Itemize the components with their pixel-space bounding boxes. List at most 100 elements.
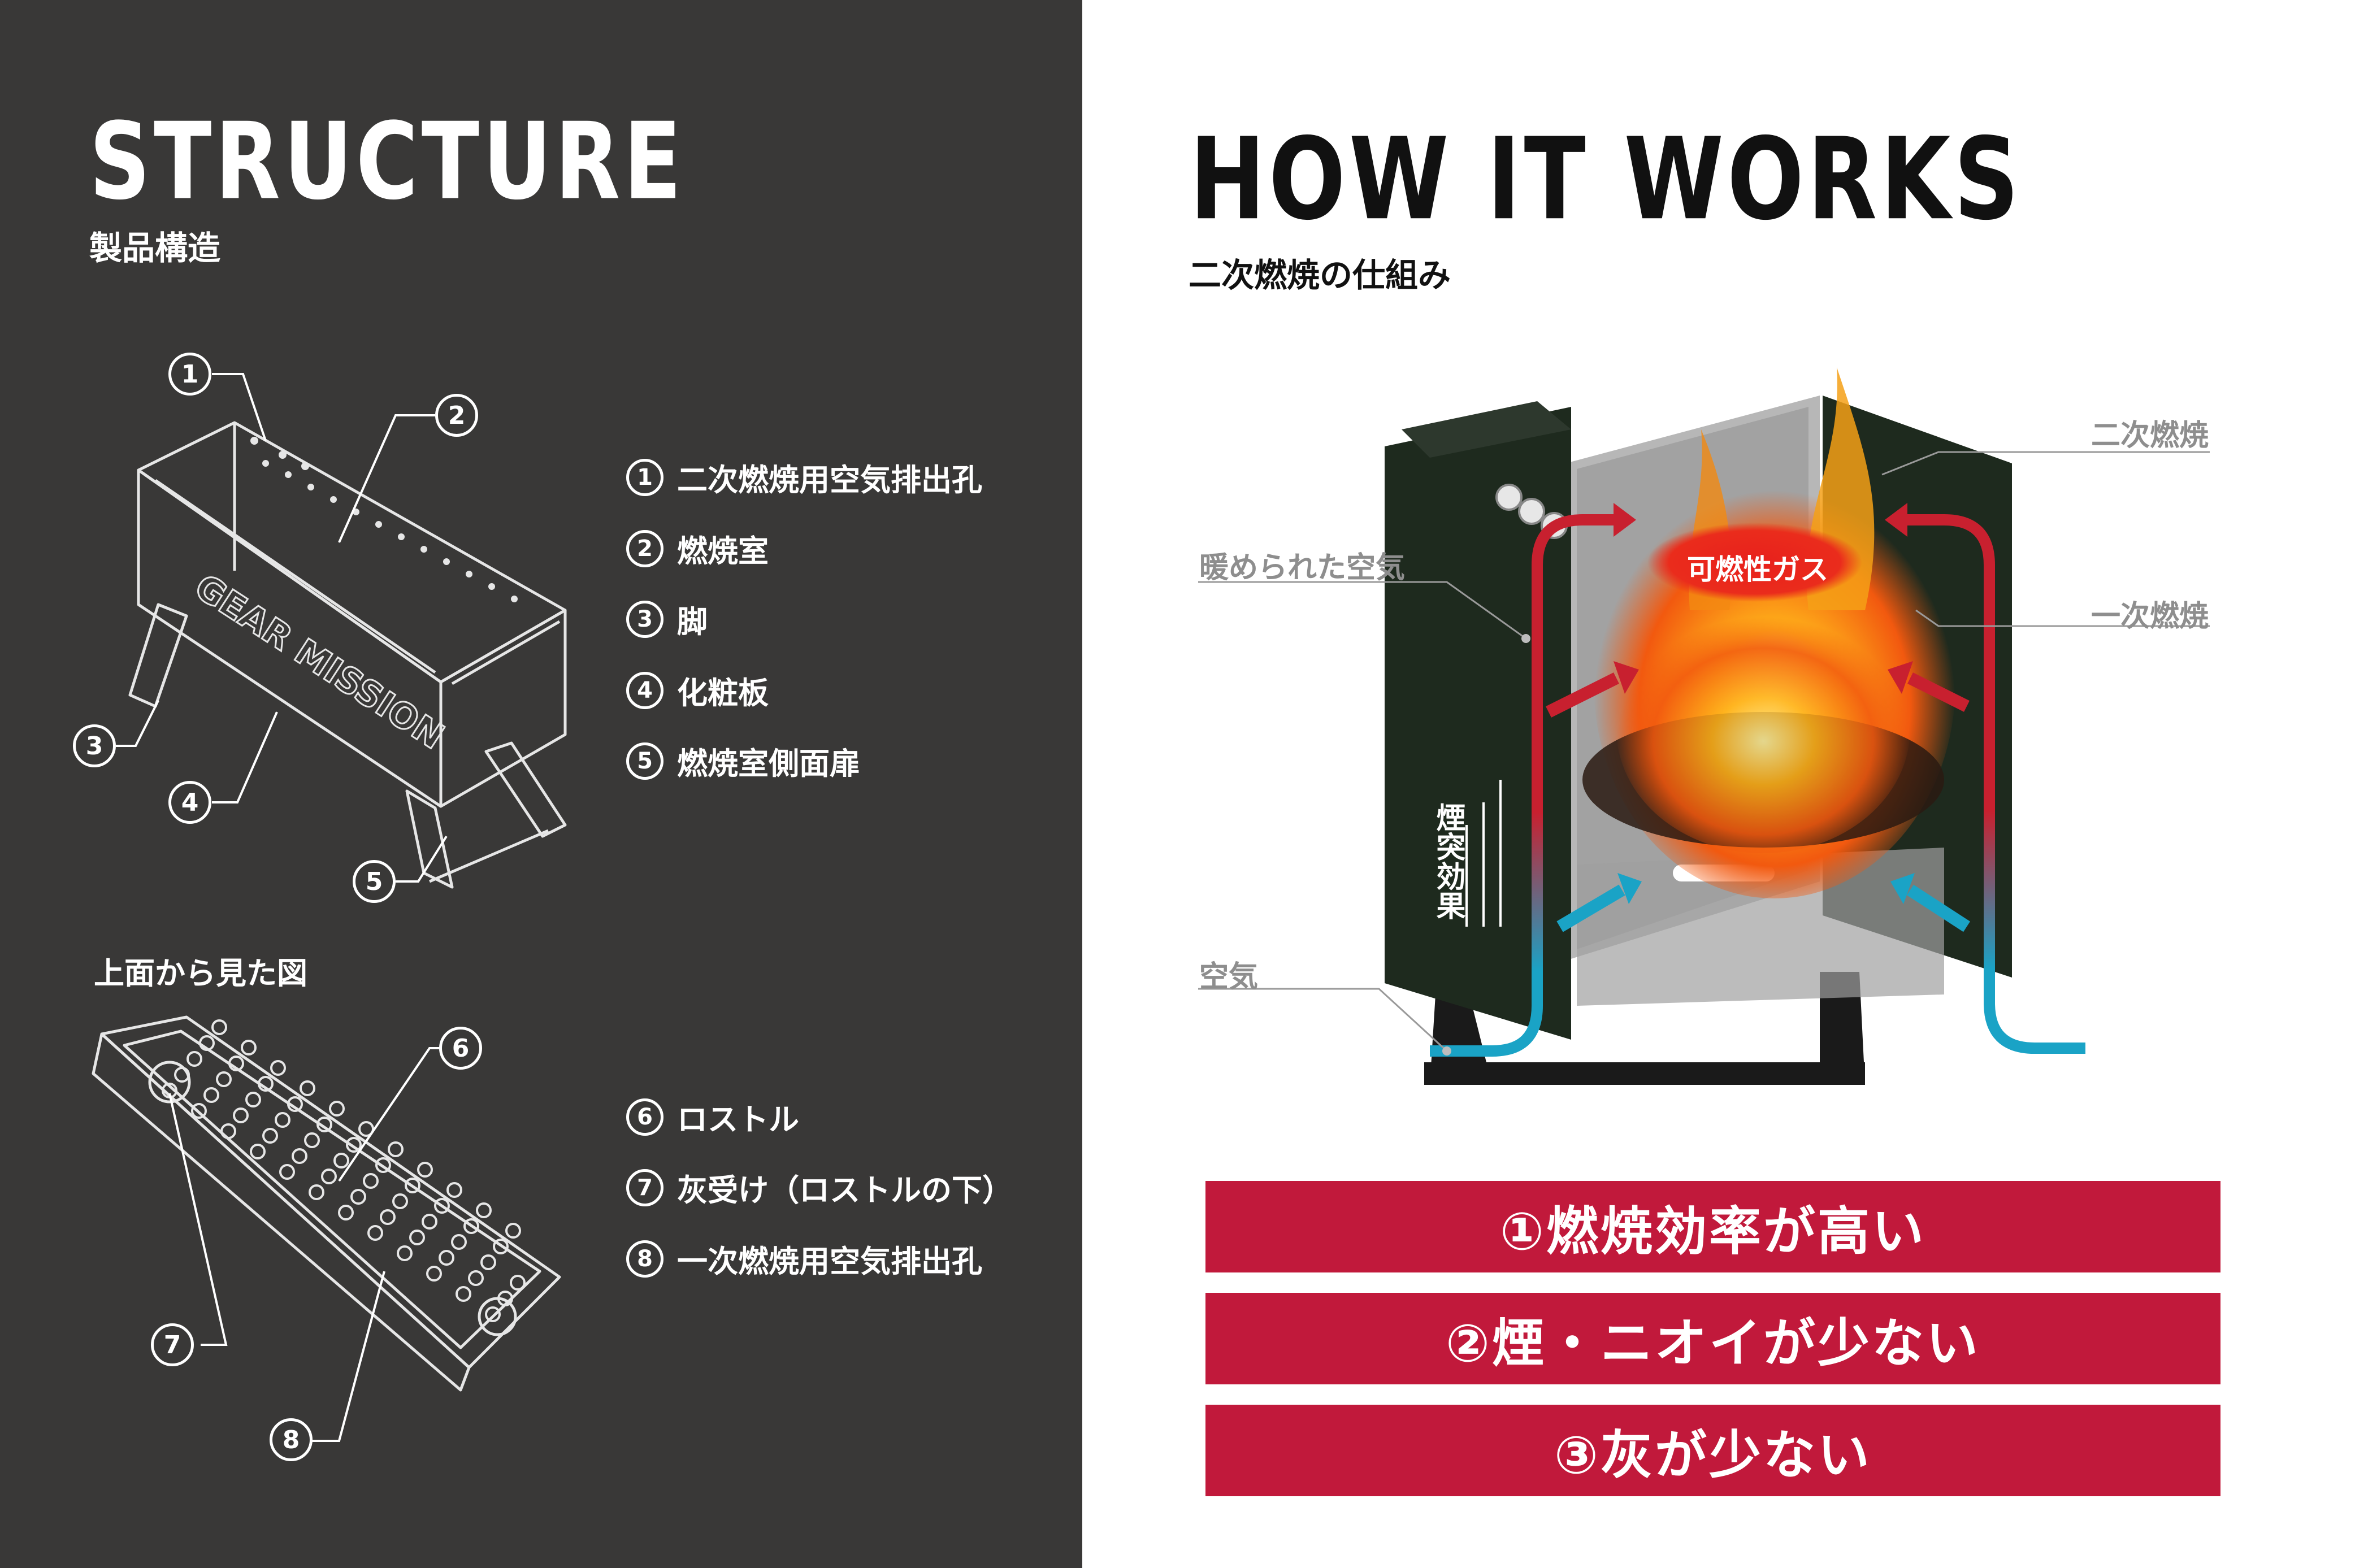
grate-hole xyxy=(505,1223,521,1239)
grate-hole xyxy=(228,1056,244,1071)
grate-hole xyxy=(363,1173,379,1189)
callout-primary-combustion: 一次燃焼 xyxy=(2091,600,2209,633)
grate-hole xyxy=(405,1178,420,1193)
grate-hole xyxy=(375,1157,391,1173)
grate-hole xyxy=(250,1144,266,1159)
grate-hole xyxy=(233,1107,249,1123)
part-num: 2 xyxy=(626,529,663,567)
grate-hole xyxy=(439,1250,454,1266)
grate-hole xyxy=(358,1121,374,1137)
grate-hole xyxy=(367,1225,383,1241)
grate-hole xyxy=(338,1205,354,1220)
diagram-num-6: 6 xyxy=(439,1027,482,1070)
grate-hole xyxy=(316,1117,332,1132)
diagram-num-8: 8 xyxy=(270,1418,313,1461)
grate-hole xyxy=(493,1239,509,1254)
top-view-label: 上面から見た図 xyxy=(94,955,307,991)
grate-hole xyxy=(446,1182,462,1198)
grate-hole xyxy=(451,1234,467,1250)
part-item-2: 2 燃焼室 xyxy=(626,526,769,571)
grate-hole xyxy=(426,1266,442,1282)
callout-warm-air: 暖められた空気 xyxy=(1199,551,1406,585)
callout-chimney-effect: 煙突効果 xyxy=(1431,802,1465,920)
callout-secondary-combustion: 二次燃焼 xyxy=(2091,419,2209,453)
grate-hole xyxy=(388,1141,404,1157)
grate-hole xyxy=(397,1245,413,1261)
grate-hole xyxy=(380,1209,396,1225)
grate-hole xyxy=(468,1270,484,1286)
part-item-7: 7 灰受け（ロストルの下） xyxy=(626,1165,1013,1210)
callout-flammable-gas: 可燃性ガス xyxy=(1687,553,1828,586)
stove-line-drawing: GEAR MISSION xyxy=(116,373,567,889)
grate-hole xyxy=(422,1214,437,1230)
part-label: 二次燃焼用空気排出孔 xyxy=(677,462,982,498)
grate-hole xyxy=(510,1275,526,1291)
grate-hole xyxy=(497,1291,513,1306)
grate-hole xyxy=(476,1202,492,1218)
part-item-8: 8 一次燃焼用空気排出孔 xyxy=(626,1236,982,1281)
grate-top-view-drawing xyxy=(92,1015,561,1442)
part-item-5: 5 燃焼室側面扉 xyxy=(626,739,860,783)
part-num: 6 xyxy=(626,1098,663,1136)
part-label: 化粧板 xyxy=(677,675,769,711)
part-num: 8 xyxy=(626,1240,663,1278)
part-label: 燃焼室側面扉 xyxy=(677,746,860,781)
grate-hole xyxy=(258,1076,274,1092)
part-num: 5 xyxy=(626,742,663,780)
grate-hole xyxy=(321,1169,337,1184)
grate-hole xyxy=(191,1103,207,1119)
part-label: 燃焼室 xyxy=(677,533,769,569)
part-label: 一次燃焼用空気排出孔 xyxy=(677,1244,982,1279)
grate-hole xyxy=(417,1162,433,1178)
grate-hole xyxy=(329,1101,345,1117)
part-item-3: 3 脚 xyxy=(626,597,708,641)
grate-hole xyxy=(220,1123,236,1139)
diagram-num-3: 3 xyxy=(73,724,116,767)
grate-hole xyxy=(346,1137,362,1153)
benefit-1: ①燃焼効率が高い xyxy=(1205,1181,2220,1272)
structure-panel: STRUCTURE 製品構造 GEAR MISSION xyxy=(0,0,1082,1568)
part-label: 脚 xyxy=(677,604,708,640)
grate-hole xyxy=(350,1189,366,1205)
part-num: 4 xyxy=(626,671,663,709)
grate-hole xyxy=(211,1019,227,1035)
part-num: 3 xyxy=(626,600,663,638)
grate-hole xyxy=(304,1132,320,1148)
part-label: 灰受け（ロストルの下） xyxy=(677,1172,1013,1208)
callout-air: 空気 xyxy=(1199,960,1259,994)
grate-hole xyxy=(287,1096,303,1112)
grate-hole xyxy=(392,1193,408,1209)
grate-hole xyxy=(292,1148,307,1164)
grate-hole xyxy=(245,1092,261,1107)
grate-hole xyxy=(275,1112,290,1128)
grate-hole xyxy=(241,1040,257,1056)
benefit-2: ②煙・ニオイが少ない xyxy=(1205,1293,2220,1384)
part-item-6: 6 ロストル xyxy=(626,1094,799,1139)
grate-hole xyxy=(434,1198,450,1214)
grate-hole xyxy=(216,1071,232,1087)
grate-hole xyxy=(187,1051,202,1067)
grate-hole xyxy=(463,1218,479,1234)
diagram-num-4: 4 xyxy=(168,781,211,824)
diagram-num-2: 2 xyxy=(435,394,478,437)
grate-hole xyxy=(300,1080,315,1096)
diagram-num-5: 5 xyxy=(353,860,396,903)
structure-subtitle: 製品構造 xyxy=(89,229,221,267)
grate-hole xyxy=(262,1128,278,1144)
part-num: 1 xyxy=(626,458,663,496)
grate-hole xyxy=(174,1067,190,1083)
grate-hole xyxy=(480,1254,496,1270)
grate-hole xyxy=(279,1164,295,1180)
grate-hole xyxy=(485,1306,501,1322)
diagram-num-7: 7 xyxy=(151,1323,194,1366)
structure-title: STRUCTURE xyxy=(89,101,685,224)
diagram-num-1: 1 xyxy=(168,353,211,396)
grate-hole xyxy=(203,1087,219,1103)
grate-hole xyxy=(309,1184,324,1200)
part-item-1: 1 二次燃焼用空気排出孔 xyxy=(626,455,982,499)
part-item-4: 4 化粧板 xyxy=(626,668,769,713)
part-num: 7 xyxy=(626,1169,663,1206)
part-label: ロストル xyxy=(677,1102,799,1137)
grate-hole xyxy=(270,1060,286,1076)
